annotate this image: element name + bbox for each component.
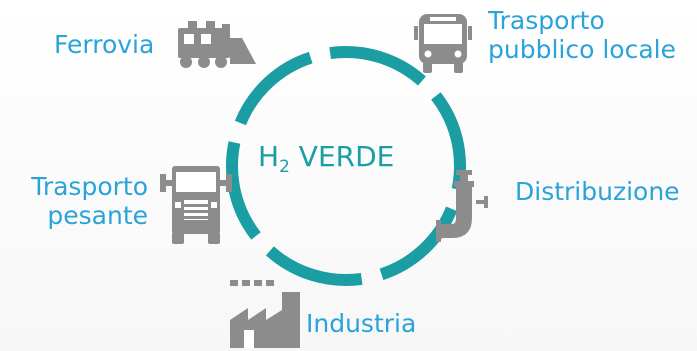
ring-circle <box>226 45 466 286</box>
center-h-letter: H <box>258 140 280 173</box>
center-subscript: 2 <box>279 157 290 177</box>
label-trasporto-pubblico-line2: pubblico locale <box>488 35 676 64</box>
label-ferrovia: Ferrovia <box>54 30 155 59</box>
factory-icon <box>230 280 300 348</box>
label-trasporto-pesante: Trasporto pesante <box>10 172 148 230</box>
label-trasporto-pesante-line1: Trasporto <box>31 172 148 201</box>
label-industria: Industria <box>306 309 417 338</box>
center-word: VERDE <box>298 140 395 173</box>
truck-icon <box>160 166 232 244</box>
label-trasporto-pesante-line2: pesante <box>47 201 148 230</box>
pipe-icon <box>436 170 488 242</box>
label-trasporto-pubblico: Trasporto pubblico locale <box>488 6 676 64</box>
bus-icon <box>414 14 472 73</box>
label-distribuzione: Distribuzione <box>515 177 680 206</box>
label-trasporto-pubblico-line1: Trasporto <box>488 6 605 35</box>
center-label: H2 VERDE <box>258 140 428 177</box>
train-icon <box>178 21 256 68</box>
